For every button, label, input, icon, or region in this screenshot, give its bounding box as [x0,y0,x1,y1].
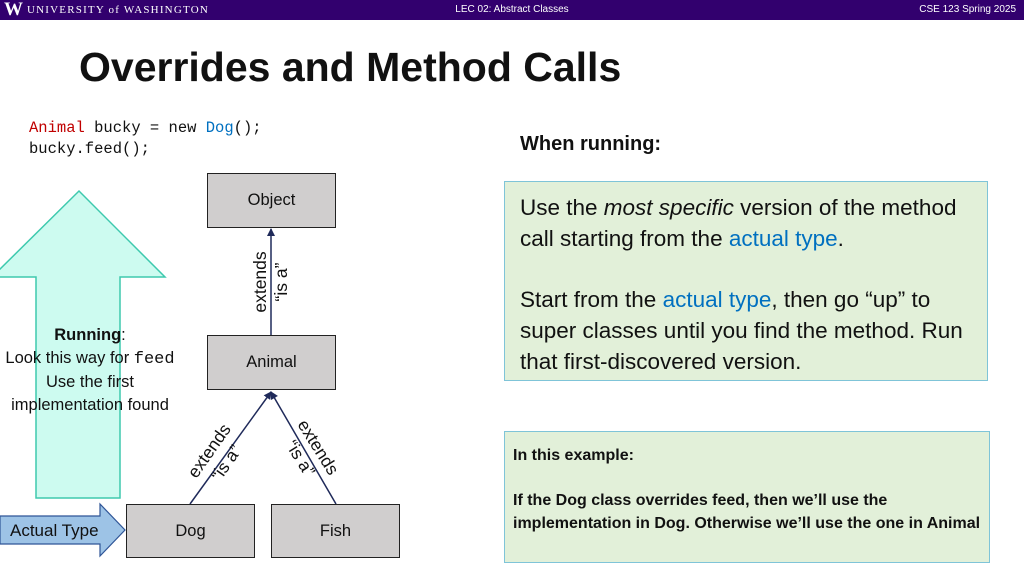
rule-paragraph-2: Start from the actual type, then go “up”… [520,284,979,377]
code-line1-end: (); [233,119,262,137]
method-name: feed [133,350,175,369]
actual-type-label: Actual Type [10,521,99,540]
text-span: version of the method call starting from… [520,195,957,251]
node-fish: Fish [271,504,400,558]
actual-type-arrow-icon [0,502,126,558]
running-label: Running [54,326,122,344]
text-span: Start from the [520,287,663,312]
code-line1-mid: bucky = new [84,119,206,137]
code-snippet: Animal bucky = new Dog(); bucky.feed(); [29,118,262,160]
university-name: UNIVERSITY of WASHINGTON [27,4,209,16]
lecture-title: LEC 02: Abstract Classes [455,4,569,15]
actual-type-term: actual type [728,226,838,251]
code-line2: bucky.feed(); [29,140,150,158]
running-colon: : [121,326,126,344]
example-body: If the Dog class overrides feed, then we… [513,492,981,532]
edge-fish-animal [270,391,337,505]
actual-type-term: actual type [662,287,772,312]
extends-label: extends [250,251,270,313]
text-span: Use the [520,195,604,220]
running-line4: implementation found [11,396,169,414]
course-name: CSE 123 Spring 2025 [919,4,1016,15]
is-a-label: “is a” [271,262,291,302]
running-line3: Use the first [45,373,135,391]
rule-box: Use the most specific version of the met… [504,181,988,381]
code-actual-type: Dog [205,119,234,137]
slide-title: Overrides and Method Calls [79,44,622,90]
node-dog: Dog [126,504,255,558]
header-bar: W UNIVERSITY of WASHINGTON LEC 02: Abstr… [0,0,1024,20]
running-note: Running: Look this way for feed Use the … [0,324,190,417]
uw-logo-icon: W [4,0,23,20]
lookup-direction-arrow-icon [0,189,167,499]
emphasis-text: most specific [603,195,734,220]
example-heading: In this example: [513,447,634,464]
text-span: . [837,226,844,251]
node-object: Object [207,173,336,228]
running-line2: Look this way for [5,349,134,367]
node-animal: Animal [207,335,336,390]
example-box: In this example: If the Dog class overri… [504,431,990,563]
edge-label-object: extends “is a” [250,239,292,325]
edge-dog-animal [189,391,272,505]
rule-paragraph-1: Use the most specific version of the met… [520,192,979,254]
text-span: , then go “up” to super classes until yo… [520,287,963,374]
when-running-heading: When running: [520,133,662,155]
code-declared-type: Animal [29,119,85,137]
